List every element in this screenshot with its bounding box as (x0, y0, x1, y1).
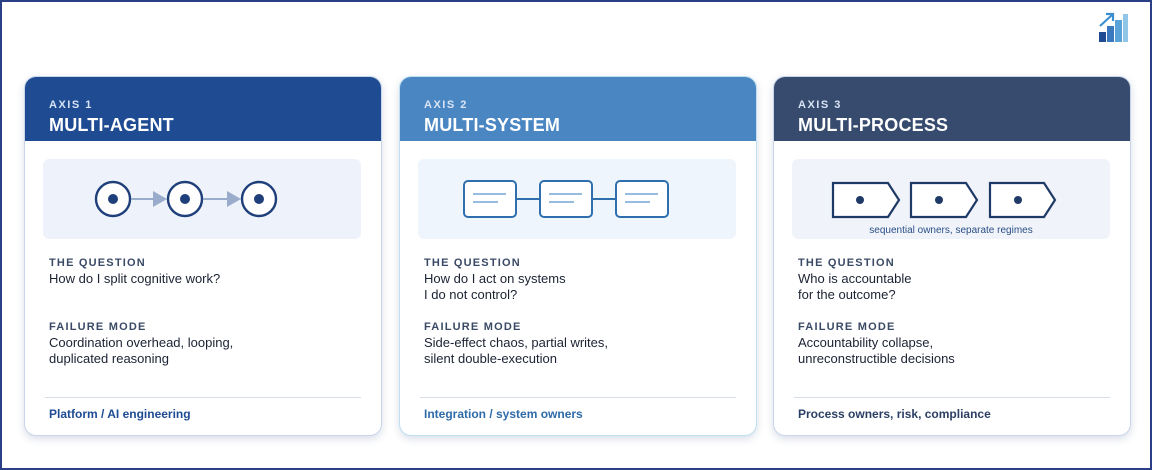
growth-bars-arrow-icon (1099, 12, 1128, 42)
owners-text: Platform / AI engineering (49, 407, 191, 421)
failure-mode-text: Coordination overhead, looping, duplicat… (49, 335, 234, 366)
agent-chain-diagram (94, 180, 278, 218)
system-chain-diagram (463, 180, 669, 218)
card-header: AXIS 1 MULTI-AGENT (25, 77, 381, 141)
question-label: THE QUESTION (798, 257, 895, 269)
failure-mode-label: FAILURE MODE (798, 321, 896, 333)
agent-node-3 (240, 180, 278, 218)
owners-text: Process owners, risk, compliance (798, 407, 991, 421)
process-chain-illustration: sequential owners, separate regimes (792, 159, 1110, 239)
card-header: AXIS 2 MULTI-SYSTEM (400, 77, 756, 141)
failure-mode-label: FAILURE MODE (424, 321, 522, 333)
agent-chain-illustration (43, 159, 361, 239)
question-text: How do I act on systems I do not control… (424, 271, 566, 302)
axis-number: AXIS 3 (798, 99, 842, 111)
card-header: AXIS 3 MULTI-PROCESS (774, 77, 1130, 141)
axis-number: AXIS 1 (49, 99, 93, 111)
system-box-2 (539, 180, 593, 218)
question-text: Who is accountable for the outcome? (798, 271, 912, 302)
owners-text: Integration / system owners (424, 407, 583, 421)
divider (420, 397, 736, 398)
axis-number: AXIS 2 (424, 99, 468, 111)
divider (794, 397, 1110, 398)
system-chain-illustration (418, 159, 736, 239)
axis-card-multi-system: AXIS 2 MULTI-SYSTEM (399, 76, 757, 436)
question-text: How do I split cognitive work? (49, 271, 221, 286)
axis-title: MULTI-PROCESS (798, 115, 949, 135)
axis-card-multi-process: AXIS 3 MULTI-PROCESS sequential owners, … (773, 76, 1131, 436)
axis-title: MULTI-AGENT (49, 115, 174, 135)
question-label: THE QUESTION (49, 257, 146, 269)
process-chain-diagram (831, 181, 1057, 219)
process-step-2 (909, 181, 979, 219)
diagram-caption: sequential owners, separate regimes (869, 225, 1033, 236)
agent-node-2 (166, 180, 204, 218)
divider (45, 397, 361, 398)
system-box-3 (615, 180, 669, 218)
failure-mode-text: Side-effect chaos, partial writes, silen… (424, 335, 609, 366)
axis-card-multi-agent: AXIS 1 MULTI-AGENT (24, 76, 382, 436)
system-box-1 (463, 180, 517, 218)
axis-title: MULTI-SYSTEM (424, 115, 561, 135)
question-label: THE QUESTION (424, 257, 521, 269)
process-step-1 (831, 181, 901, 219)
failure-mode-text: Accountability collapse, unreconstructib… (798, 335, 955, 366)
agent-node-1 (94, 180, 132, 218)
failure-mode-label: FAILURE MODE (49, 321, 147, 333)
process-step-3 (988, 181, 1057, 219)
